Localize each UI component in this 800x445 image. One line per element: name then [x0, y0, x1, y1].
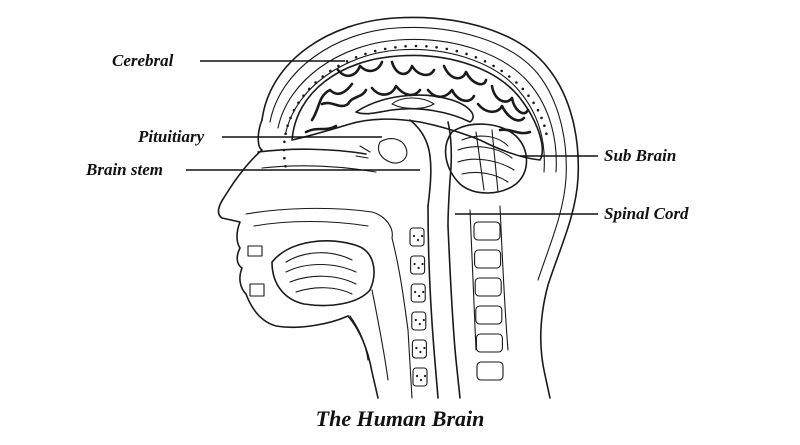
spinal-column-illustration	[409, 205, 509, 399]
label-pituitary: Pituitiary	[138, 127, 205, 146]
mouth-and-nasal-illustration	[245, 148, 413, 399]
label-cerebral: Cerebral	[112, 51, 174, 70]
leader-lines	[186, 60, 598, 215]
skull-bone	[277, 38, 557, 173]
label-sub-brain: Sub Brain	[604, 146, 677, 165]
label-spinal-cord: Spinal Cord	[604, 204, 689, 223]
head-outline	[217, 16, 580, 399]
cerebellum-illustration	[444, 123, 528, 194]
brainstem-illustration	[355, 119, 453, 227]
cerebrum-illustration	[291, 54, 543, 161]
diagram-title: The Human Brain	[315, 406, 485, 431]
label-brain-stem: Brain stem	[86, 160, 163, 179]
